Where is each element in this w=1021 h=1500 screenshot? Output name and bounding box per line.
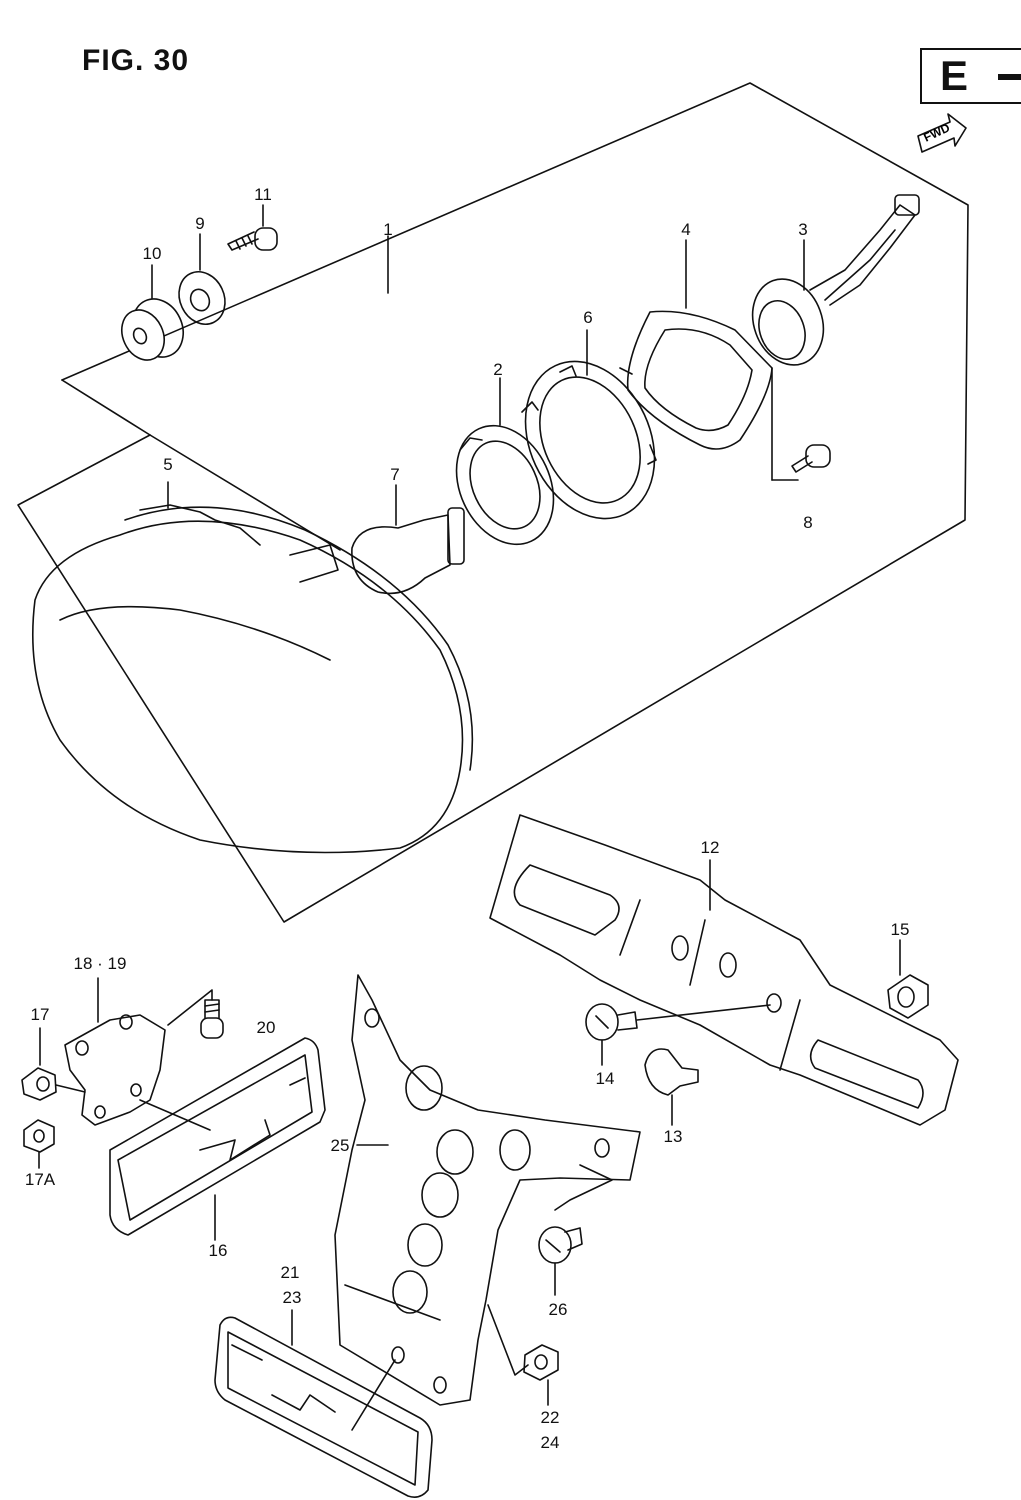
leader-line	[487, 1304, 529, 1376]
screw-8-icon	[791, 444, 831, 473]
nut-17-icon	[21, 1067, 57, 1101]
callout-14: 14	[595, 1069, 615, 1088]
socket-3-icon	[751, 194, 920, 366]
fwd-label: FWD	[921, 120, 952, 144]
callout-9: 9	[195, 214, 205, 233]
callout-10: 10	[142, 244, 162, 263]
region-dash-icon	[998, 74, 1021, 80]
callout-16: 16	[208, 1241, 228, 1260]
callout-17a: 17A	[24, 1170, 56, 1189]
callout-8: 8	[803, 513, 813, 532]
outline-segment	[61, 379, 151, 436]
callout-17: 17	[30, 1005, 50, 1024]
leader-line	[55, 1084, 86, 1093]
leader-line	[139, 1099, 211, 1131]
nut-15-icon	[887, 974, 929, 1019]
region-letter: E	[940, 52, 969, 99]
gasket-4-icon	[626, 310, 773, 450]
screw-11-icon	[227, 227, 278, 251]
callout-24: 24	[540, 1433, 560, 1452]
callout-23: 23	[282, 1288, 302, 1307]
callout-13: 13	[663, 1127, 683, 1146]
callout-15: 15	[890, 920, 910, 939]
retainer-2-icon	[455, 424, 555, 546]
washer-9-icon	[178, 271, 226, 325]
fwd-label-wrap: FWD	[921, 120, 952, 144]
leader-line	[167, 989, 213, 1026]
callout-18-19: 18 · 19	[73, 954, 127, 973]
callout-21: 21	[280, 1263, 300, 1282]
screw-26-icon	[538, 1226, 583, 1264]
callout-3: 3	[798, 220, 808, 239]
fastener-13-icon	[644, 1048, 699, 1096]
assembly-outline	[17, 82, 969, 923]
callout-4: 4	[681, 220, 691, 239]
bracket-25-icon	[334, 974, 641, 1406]
callout-12: 12	[700, 838, 720, 857]
bracket-12-icon	[489, 814, 959, 1126]
callout-22: 22	[540, 1408, 560, 1427]
callout-25: 25	[330, 1136, 350, 1155]
lens-housing-5-icon	[31, 504, 474, 854]
figure-title: FIG. 30	[82, 44, 190, 77]
reflector-16-icon	[109, 1037, 326, 1236]
leader-line	[636, 1004, 771, 1021]
reflector-21-icon	[214, 1316, 433, 1498]
region-mark: E	[920, 48, 1021, 104]
lock-ring-6-icon	[521, 360, 657, 520]
fwd-arrow-icon	[917, 113, 967, 153]
leader-line	[554, 1164, 613, 1211]
callout-6: 6	[583, 308, 593, 327]
callout-1: 1	[383, 220, 393, 239]
bulb-7-icon	[351, 507, 465, 595]
grommet-10-icon	[121, 298, 184, 361]
bracket-18-icon	[64, 1014, 166, 1126]
nut-17a-icon	[23, 1119, 55, 1153]
callout-7: 7	[390, 465, 400, 484]
screw-14-icon	[585, 1003, 638, 1041]
callout-20: 20	[256, 1018, 276, 1037]
callout-2: 2	[493, 360, 503, 379]
leader-line	[351, 1359, 396, 1431]
nut-22-icon	[523, 1344, 559, 1381]
callout-5: 5	[163, 455, 173, 474]
callout-26: 26	[548, 1300, 568, 1319]
screw-20-icon	[200, 999, 224, 1039]
callout-11: 11	[254, 185, 272, 204]
